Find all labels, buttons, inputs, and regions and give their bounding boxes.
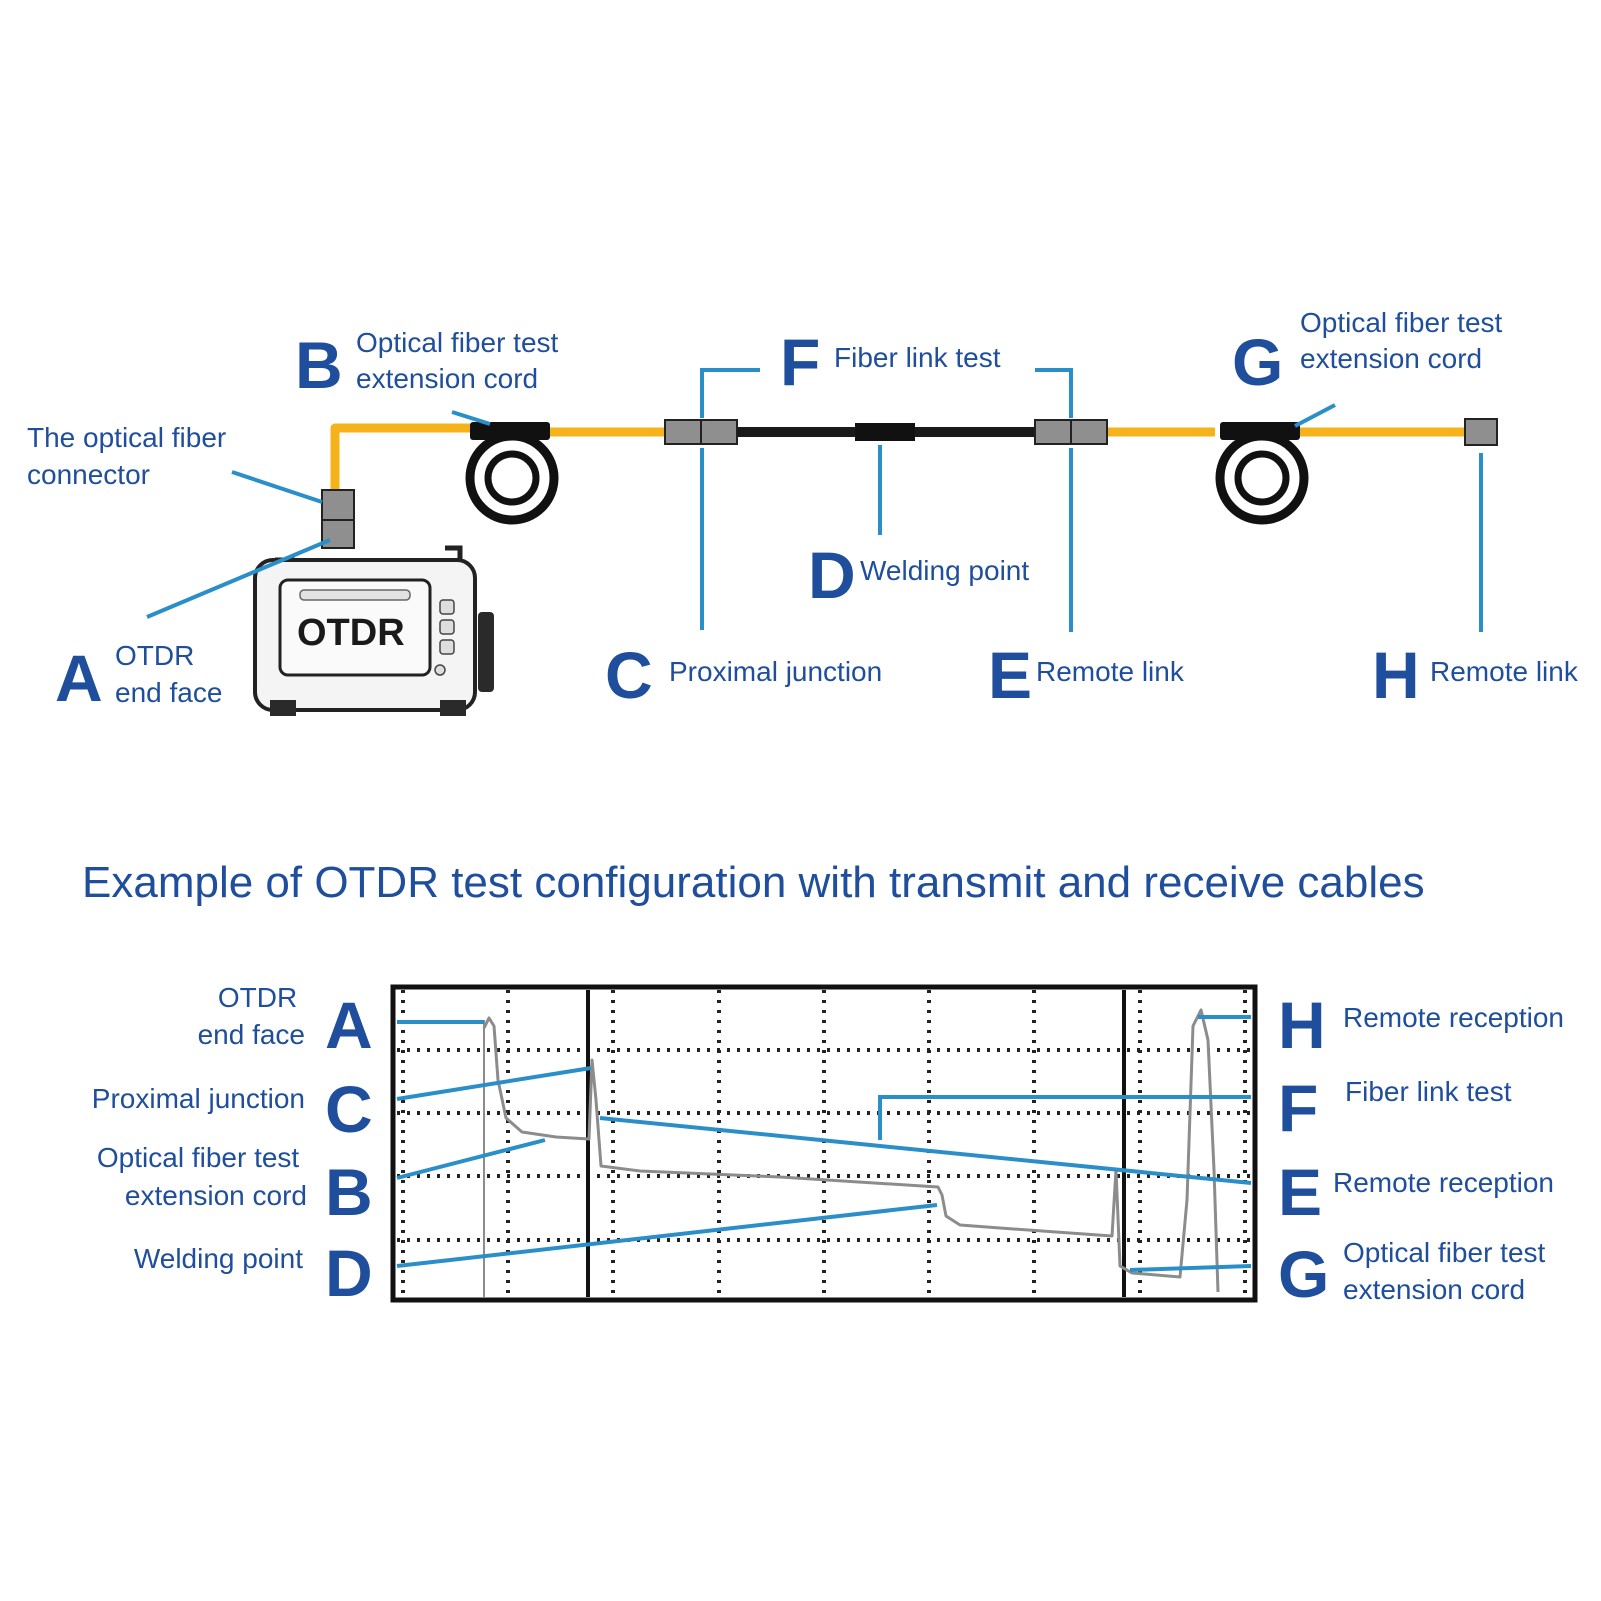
otdr-device: OTDR (253, 489, 494, 716)
bottom-letter-a: A (325, 988, 373, 1062)
bottom-letter-g: G (1278, 1237, 1329, 1311)
bottom-label-a-2: end face (198, 1019, 305, 1050)
top-connector-label: The optical fiber connector (27, 422, 234, 490)
leader-top-b (451, 410, 491, 426)
top-label-h: Remote link (1430, 656, 1579, 687)
otdr-device-label: OTDR (297, 612, 405, 654)
connector-proximal (664, 419, 738, 445)
top-letter-f: F (780, 325, 820, 399)
top-label-g-2: extension cord (1300, 343, 1482, 374)
bottom-letter-h: H (1278, 988, 1326, 1062)
bottom-label-f: Fiber link test (1345, 1076, 1512, 1107)
connector-remote (1034, 419, 1108, 445)
bottom-label-d: Welding point (134, 1243, 303, 1274)
receive-spool (1215, 422, 1309, 525)
bottom-label-c: Proximal junction (92, 1083, 305, 1114)
setup-illustration: OTDR The optical fiber connector A OTDR (27, 307, 1579, 716)
top-label-f: Fiber link test (834, 342, 1001, 373)
top-label-g-1: Optical fiber test (1300, 307, 1503, 338)
top-label-c: Proximal junction (669, 656, 882, 687)
bottom-label-b-2: extension cord (125, 1180, 307, 1211)
otdr-trace (482, 1008, 1220, 1293)
top-label-e: Remote link (1036, 656, 1185, 687)
leader-top-connector (231, 470, 323, 504)
top-letter-c: C (605, 638, 653, 712)
bottom-label-h: Remote reception (1343, 1002, 1564, 1033)
top-letter-g: G (1232, 325, 1283, 399)
bottom-label-e: Remote reception (1333, 1167, 1554, 1198)
top-letter-b: B (295, 328, 343, 402)
bottom-label-b: Optical fiber test extension cord (97, 1142, 307, 1211)
launch-fiber (330, 423, 470, 490)
leader-top-g (1294, 403, 1336, 428)
top-letter-e: E (988, 638, 1032, 712)
leader-bottom-b (396, 1138, 546, 1180)
leader-top-f-left (700, 368, 760, 418)
bottom-letter-b: B (325, 1155, 373, 1229)
top-letter-h: H (1372, 638, 1420, 712)
bottom-label-g: Optical fiber test extension cord (1343, 1237, 1553, 1305)
bottom-letter-c: C (325, 1072, 373, 1146)
top-letter-d: D (808, 538, 856, 612)
top-label-a-1: OTDR (115, 640, 194, 671)
top-label-a-2: end face (115, 677, 222, 708)
bottom-label-a: OTDR end face (198, 982, 305, 1050)
top-letter-a: A (55, 641, 103, 715)
bottom-letter-f: F (1278, 1071, 1318, 1145)
splice-sleeve (855, 423, 915, 441)
leader-bottom-c (396, 1066, 592, 1101)
top-connector-label-1: The optical fiber (27, 422, 226, 453)
leader-bottom-d (396, 1203, 938, 1268)
leader-bottom-e (599, 1116, 1252, 1185)
trace-grid (397, 990, 1251, 1297)
leader-bottom-g (1129, 1264, 1252, 1272)
top-label-b: Optical fiber test extension cord (356, 327, 566, 394)
top-label-b-2: extension cord (356, 363, 538, 394)
figure-title: Example of OTDR test configuration with … (82, 858, 1425, 907)
top-label-g: Optical fiber test extension cord (1300, 307, 1510, 374)
top-label-d: Welding point (860, 555, 1029, 586)
top-label-a: OTDR end face (115, 640, 222, 708)
bottom-label-g-1: Optical fiber test (1343, 1237, 1546, 1268)
top-label-b-1: Optical fiber test (356, 327, 559, 358)
leader-top-f-right (1035, 368, 1073, 418)
leader-top-a (146, 538, 331, 619)
leader-bottom-f (878, 1095, 1251, 1140)
launch-spool (465, 422, 559, 525)
bottom-label-b-1: Optical fiber test (97, 1142, 300, 1173)
top-connector-label-2: connector (27, 459, 150, 490)
otdr-trace-panel: OTDR end face A Proximal junction C Opti… (92, 982, 1564, 1311)
bottom-letter-d: D (325, 1236, 373, 1310)
connector-end (1464, 418, 1498, 446)
bottom-label-a-1: OTDR (218, 982, 297, 1013)
bottom-label-g-2: extension cord (1343, 1274, 1525, 1305)
bottom-letter-e: E (1278, 1155, 1322, 1229)
